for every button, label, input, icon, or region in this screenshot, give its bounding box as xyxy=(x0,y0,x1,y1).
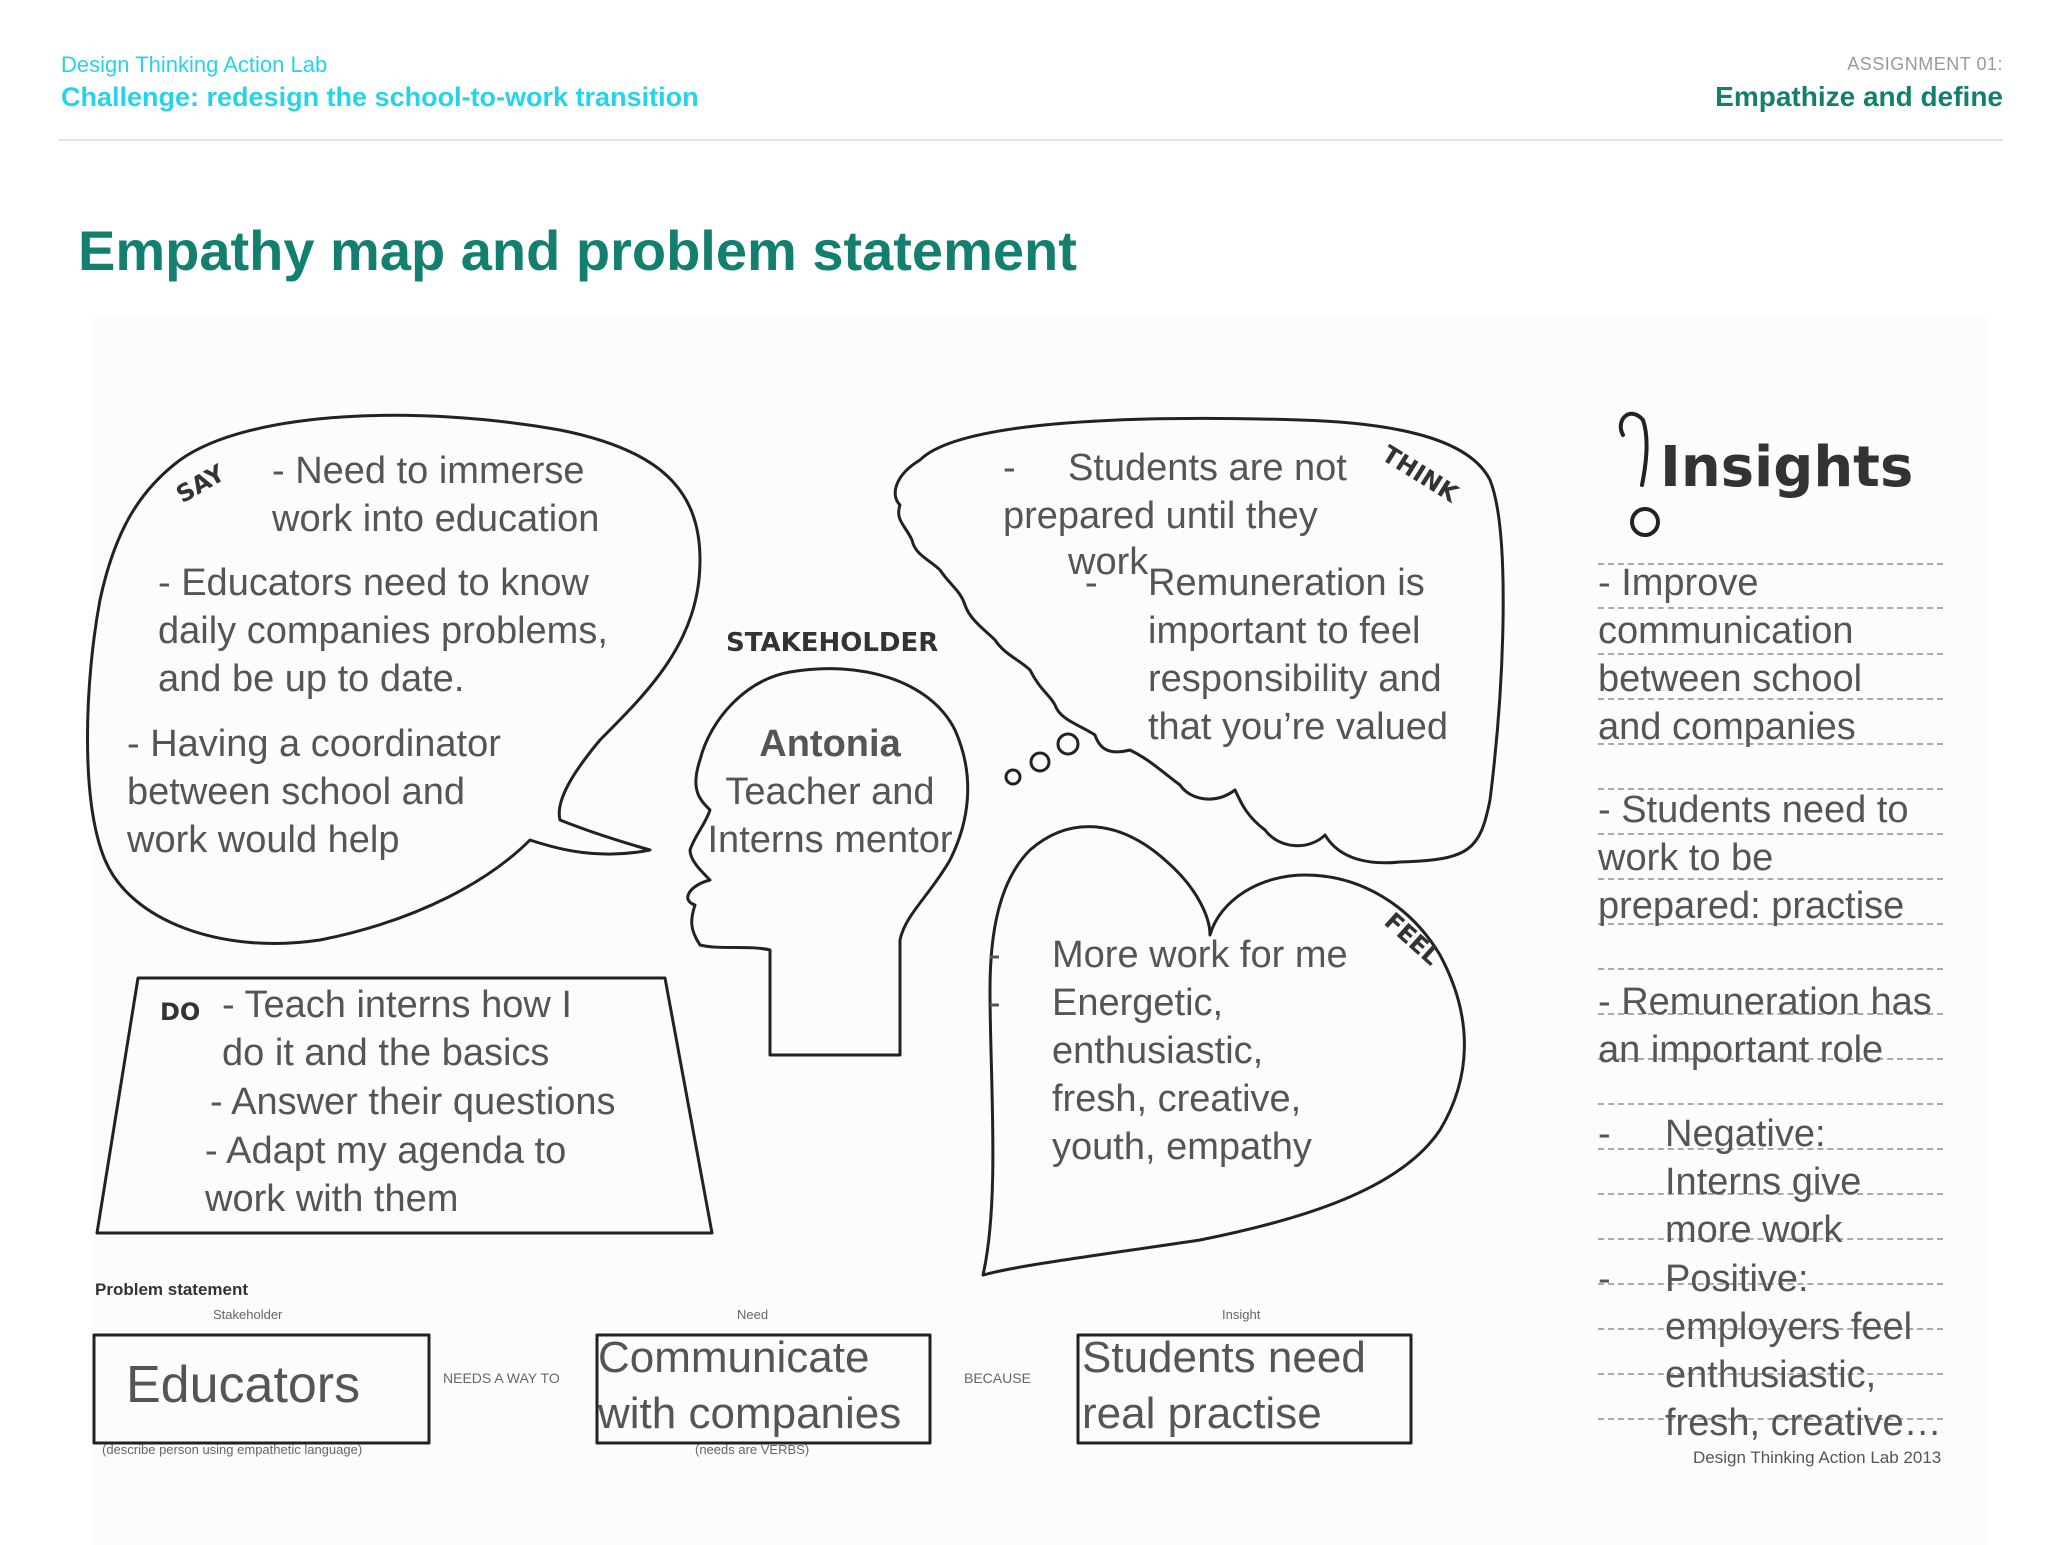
problem-statement-heading: Problem statement xyxy=(95,1280,249,1299)
insights-rule xyxy=(1598,1373,1943,1375)
say-item: - Having a coordinator between school an… xyxy=(127,723,501,861)
insight-item: - Remuneration has an important role xyxy=(1598,981,1932,1071)
say-item: - Educators need to know daily companies… xyxy=(158,562,608,700)
problem-stakeholder: Educators xyxy=(126,1356,361,1414)
insights-rule xyxy=(1598,607,1943,609)
insights-rule xyxy=(1598,563,1943,565)
empathy-map-canvas xyxy=(90,315,1990,1545)
challenge-title: Challenge: redesign the school-to-work t… xyxy=(61,82,699,112)
page-title: Empathy map and problem statement xyxy=(78,219,1077,282)
insights-rule xyxy=(1598,1193,1943,1195)
stakeholder-name: Antonia xyxy=(759,723,901,765)
thought-dot xyxy=(1004,768,1022,786)
think-bullet: - xyxy=(1085,562,1098,604)
feel-bullet: - xyxy=(988,934,1001,976)
think-cloud xyxy=(893,416,1505,865)
insights-rule xyxy=(1598,653,1943,655)
insights-rule xyxy=(1598,698,1943,700)
think-item: work xyxy=(1068,541,1149,583)
insight-item: - Students need to work to be prepared: … xyxy=(1598,789,1909,927)
thought-dot xyxy=(1056,732,1080,756)
do-item: - Adapt my agenda to work with them xyxy=(205,1130,567,1220)
think-item: Students are not xyxy=(1068,447,1347,489)
say-bubble xyxy=(86,413,702,945)
insights-rule xyxy=(1598,1103,1943,1105)
insights-rule xyxy=(1598,1148,1943,1150)
need-box xyxy=(595,1333,932,1445)
need-caption: Need xyxy=(737,1307,769,1322)
because-connector: BECAUSE xyxy=(964,1370,1031,1386)
do-box xyxy=(95,976,714,1235)
insights-rule xyxy=(1598,1013,1943,1015)
insights-rule xyxy=(1598,1283,1943,1285)
feel-bullet: - xyxy=(988,982,1001,1024)
need-hint: (needs are VERBS) xyxy=(695,1442,810,1457)
header-divider xyxy=(58,139,2003,141)
phase-title: Empathize and define xyxy=(1715,81,2003,112)
feel-item: Energetic, enthusiastic, fresh, creative… xyxy=(1052,982,1312,1168)
feel-heart xyxy=(981,825,1466,1277)
insights-rule xyxy=(1598,788,1943,790)
insight-bullet: - xyxy=(1598,1113,1611,1155)
do-item: - Answer their questions xyxy=(210,1081,616,1123)
insight-box xyxy=(1076,1333,1413,1445)
insight-positive: Positive: employers feel enthusiastic, f… xyxy=(1665,1258,1942,1444)
insight-bullet: - xyxy=(1598,1258,1611,1300)
insight-negative: Negative: Interns give more work xyxy=(1665,1113,1862,1251)
stakeholder-caption: Stakeholder xyxy=(213,1307,283,1322)
insights-rule xyxy=(1598,1328,1943,1330)
stakeholder-box xyxy=(92,1333,431,1445)
insights-rule xyxy=(1598,1418,1943,1420)
do-item: - Teach interns how I do it and the basi… xyxy=(222,984,572,1074)
think-bullet: - xyxy=(1003,447,1016,489)
feel-item: More work for me xyxy=(1052,934,1348,976)
insights-rule xyxy=(1598,878,1943,880)
think-item: Remuneration is important to feel respon… xyxy=(1148,562,1448,748)
needs-a-way-to-connector: NEEDS A WAY TO xyxy=(443,1370,560,1386)
thought-dot xyxy=(1029,751,1051,773)
insights-rule xyxy=(1598,1238,1943,1240)
stakeholder-role: Teacher and Interns mentor xyxy=(707,771,953,861)
insight-item: - Improve communication between school a… xyxy=(1598,562,1863,748)
insights-rule xyxy=(1598,968,1943,970)
say-item: - Need to immerse work into education xyxy=(272,450,600,540)
lightbulb-icon xyxy=(1618,411,1649,487)
footer-credit: Design Thinking Action Lab 2013 xyxy=(1693,1448,1942,1467)
do-label: DO xyxy=(160,998,201,1026)
insights-rule xyxy=(1598,833,1943,835)
insights-rule xyxy=(1598,1058,1943,1060)
assignment-label: ASSIGNMENT 01: xyxy=(1847,54,2003,74)
insights-rule xyxy=(1598,743,1943,745)
insights-rule xyxy=(1598,923,1943,925)
insights-title: Insights xyxy=(1660,435,1914,500)
problem-insight: Students need real practise xyxy=(1082,1333,1366,1438)
insight-caption: Insight xyxy=(1222,1307,1261,1322)
stakeholder-hint: (describe person using empathetic langua… xyxy=(102,1442,363,1457)
think-item: prepared until they xyxy=(1003,495,1318,537)
problem-need: Communicate with companies xyxy=(598,1333,902,1438)
stakeholder-label: STAKEHOLDER xyxy=(726,628,939,658)
stakeholder-head xyxy=(686,667,970,1057)
lab-name: Design Thinking Action Lab xyxy=(61,52,328,77)
